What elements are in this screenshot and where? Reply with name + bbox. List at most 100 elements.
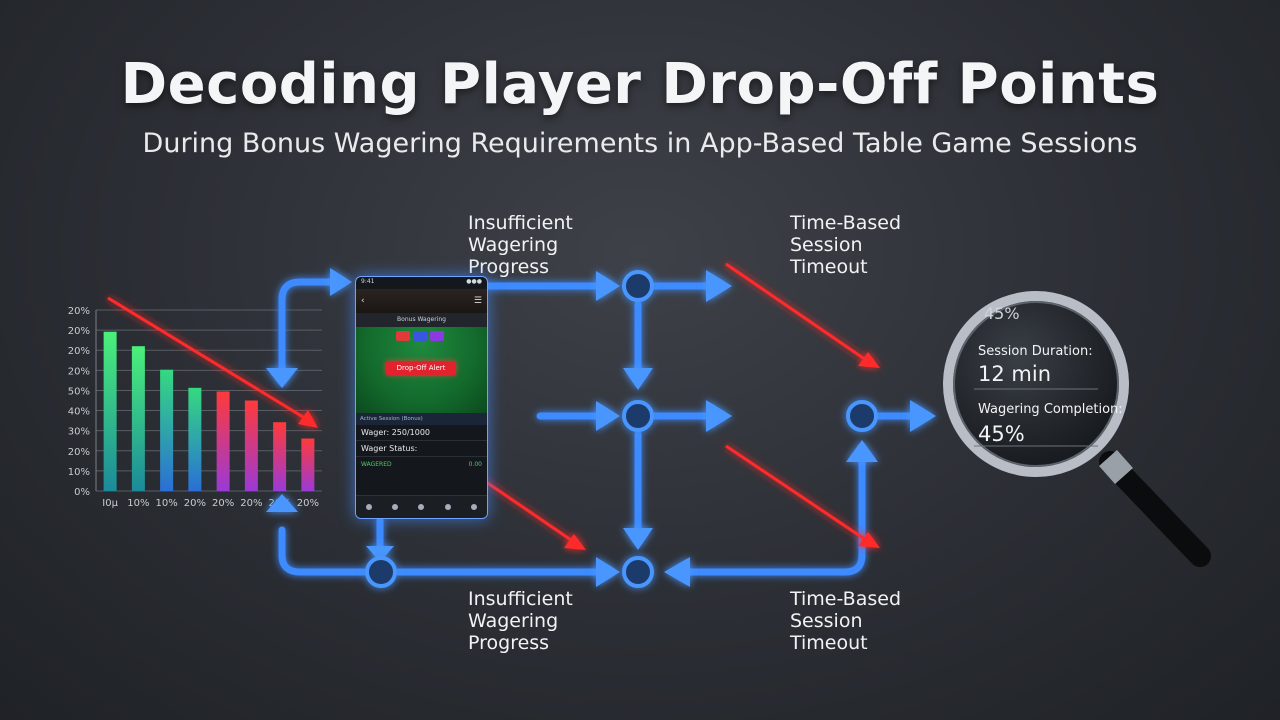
arrowhead-top-right (706, 270, 732, 302)
label-line: Time-Based (790, 212, 902, 234)
arrowhead-bottom-mid (596, 557, 620, 587)
page-title: Decoding Player Drop-Off Points (120, 52, 1160, 117)
chart-trend-arrow (107, 296, 309, 422)
node-middle (622, 400, 654, 432)
flow-path-top-loop (278, 278, 334, 374)
label-session-timeout-top: Time-Based Session Timeout (790, 212, 901, 278)
flow-path-bottom-left-loop (278, 526, 368, 576)
arrowhead-middle-out (706, 400, 732, 432)
nav-wallet-icon[interactable] (418, 504, 425, 510)
flow-path-bottom-right (684, 536, 866, 576)
page-subtitle: During Bonus Wagering Requirements in Ap… (142, 128, 1138, 159)
label-line: Session (790, 234, 863, 256)
chart-bar (244, 400, 258, 491)
chart-y-tick-label: 50% (68, 386, 90, 397)
phone-bottom-nav (356, 495, 487, 518)
chart-x-tick-label: 20% (240, 498, 262, 509)
chart-y-tick-label: 20% (68, 346, 90, 357)
arrowhead-phone-down (366, 546, 394, 562)
arrowhead-right-out (910, 400, 936, 432)
chip-row (396, 331, 444, 341)
wager-status: Wager Status: (356, 441, 487, 457)
arrowhead-left-down (266, 368, 298, 388)
drop-off-arrowhead-middle-right (858, 532, 880, 548)
arrowhead-center-down-2 (623, 528, 653, 550)
phone-signal-icon: ●●● (466, 278, 482, 285)
session-duration-label: Session Duration: (978, 344, 1093, 359)
chart-x-tick-label: 20% (184, 498, 206, 509)
session-strip: Active Session (Bonus) (356, 413, 487, 425)
nav-home-icon[interactable] (366, 504, 373, 510)
label-line: Insufficient (468, 588, 573, 610)
session-duration-value: 12 min (978, 362, 1051, 386)
phone-status-bar: 9:41 ●●● (356, 277, 487, 289)
label-line: Session (790, 610, 863, 632)
node-right (846, 400, 878, 432)
menu-icon[interactable]: ☰ (473, 296, 482, 306)
chart-bar (103, 331, 117, 491)
chart-y-tick-label: 40% (68, 407, 90, 418)
label-line: Wagering (468, 234, 559, 256)
chart-x-tick-label: 20% (297, 498, 319, 509)
arrowhead-right-up (846, 440, 878, 462)
nav-play-icon[interactable] (392, 504, 399, 510)
label-insufficient-wagering-bottom: Insufficient Wagering Progress (468, 588, 573, 654)
label-line: Progress (468, 256, 550, 278)
arrowhead-center-down-1 (623, 368, 653, 390)
phone-top-bar: ‹ ☰ (356, 289, 487, 313)
chip-purple (430, 331, 444, 341)
chart-x-tick-label: 20% (212, 498, 234, 509)
phone-mockup: 9:41 ●●● ‹ ☰ Bonus Wagering Drop-Off Ale… (355, 276, 488, 519)
label-line: Insufficient (468, 212, 573, 234)
phone-banner: Bonus Wagering (356, 313, 487, 327)
node-top (622, 270, 654, 302)
arrowhead-bottom-right-in (664, 557, 690, 587)
wagered-label: WAGERED (361, 461, 392, 468)
chart-y-tick-label: 0% (74, 487, 90, 498)
wagered-row: WAGERED 0.00 (356, 457, 487, 472)
drop-off-arrowhead-phone (564, 534, 586, 550)
chart-x-tick-label: I0µ (102, 498, 118, 509)
phone-clock: 9:41 (361, 278, 375, 285)
drop-off-alert-badge: Drop-Off Alert (386, 361, 456, 375)
chart-y-tick-label: 20% (68, 447, 90, 458)
chart-y-tick-label: 30% (68, 427, 90, 438)
arrowhead-top-loop (330, 268, 352, 296)
chart-y-tick-label: 10% (68, 467, 90, 478)
label-line: Timeout (790, 256, 868, 278)
chart-x-tick-label: 10% (156, 498, 178, 509)
chart-bar (273, 422, 287, 491)
chart-x-tick-label: 10% (127, 498, 149, 509)
drop-off-arrow-top-right (725, 262, 867, 362)
node-bottom-left (365, 556, 397, 588)
chart-y-tick-label: 20% (68, 366, 90, 377)
arrowhead-phone-top (596, 271, 620, 301)
chip-blue (413, 331, 427, 341)
chart-bar (188, 387, 202, 491)
chart-y-tick-label: 20% (68, 306, 90, 317)
wagered-value: 0.00 (468, 461, 482, 468)
label-line: Wagering (468, 610, 559, 632)
blackjack-table: Drop-Off Alert (356, 327, 487, 413)
chip-red (396, 331, 410, 341)
chart-bar (216, 391, 230, 491)
arrowhead-left-up (266, 494, 298, 512)
drop-off-arrowhead-top-right (858, 352, 880, 368)
back-icon[interactable]: ‹ (361, 296, 365, 306)
arrowhead-middle-in (596, 401, 620, 431)
chart-bar (301, 438, 315, 491)
chart-y-tick-label: 20% (68, 326, 90, 337)
chart-bar (160, 369, 174, 491)
node-bottom (622, 556, 654, 588)
nav-account-icon[interactable] (470, 504, 477, 510)
nav-stats-icon[interactable] (444, 504, 451, 510)
magnifier-icon (943, 291, 1211, 567)
wagering-completion-value: 45% (978, 422, 1025, 446)
chart-trend-arrowhead (298, 410, 318, 428)
label-session-timeout-bottom: Time-Based Session Timeout (790, 588, 901, 654)
wagering-completion-label: Wagering Completion: (978, 402, 1123, 417)
lens-partial-value: 45% (984, 304, 1020, 323)
drop-off-arrow-middle-right (725, 444, 867, 542)
wager-progress: Wager: 250/1000 (356, 425, 487, 441)
